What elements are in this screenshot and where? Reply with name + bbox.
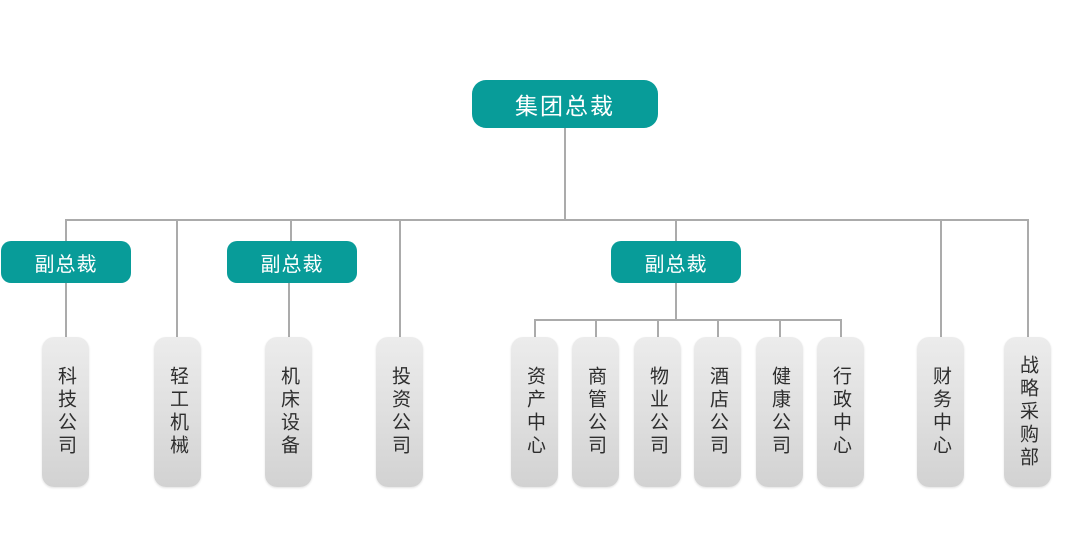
node-vice-president-3: 副总裁 (611, 241, 741, 283)
connector-drop-light-machinery (176, 219, 178, 337)
connector-drop-vp1 (65, 219, 67, 242)
node-vice-president-2: 副总裁 (227, 241, 357, 283)
connector-drop-finance-center (940, 219, 942, 337)
leaf-asset-center: 资产中心 (511, 337, 558, 487)
connector-drop-admin-center (840, 319, 842, 337)
connector-sub-horizontal (534, 319, 842, 321)
connector-drop-hotel (717, 319, 719, 337)
connector-drop-health (779, 319, 781, 337)
connector-main-horizontal (65, 219, 1029, 221)
node-group-president: 集团总裁 (472, 80, 658, 128)
connector-drop-vp2 (290, 219, 292, 242)
leaf-health-company: 健康公司 (756, 337, 803, 487)
connector-drop-strategic-procurement (1027, 219, 1029, 337)
leaf-technology-company: 科技公司 (42, 337, 89, 487)
leaf-investment-company: 投资公司 (376, 337, 423, 487)
connector-drop-asset-center (534, 319, 536, 337)
leaf-commercial-management-company: 商管公司 (572, 337, 619, 487)
connector-vp1-to-tech (65, 283, 67, 337)
connector-drop-investment (399, 219, 401, 337)
leaf-finance-center: 财务中心 (917, 337, 964, 487)
leaf-light-industry-machinery: 轻工机械 (154, 337, 201, 487)
connector-vp3-to-subline (675, 283, 677, 321)
leaf-property-company: 物业公司 (634, 337, 681, 487)
leaf-machine-tool-equipment: 机床设备 (265, 337, 312, 487)
leaf-hotel-company: 酒店公司 (694, 337, 741, 487)
connector-vp2-to-machine-tool (288, 283, 290, 337)
connector-drop-vp3 (675, 219, 677, 242)
node-vice-president-1: 副总裁 (1, 241, 131, 283)
connector-trunk-root (564, 128, 566, 220)
connector-drop-property (657, 319, 659, 337)
leaf-strategic-procurement-dept: 战略采购部 (1004, 337, 1051, 487)
leaf-administrative-center: 行政中心 (817, 337, 864, 487)
connector-drop-commercial-mgmt (595, 319, 597, 337)
